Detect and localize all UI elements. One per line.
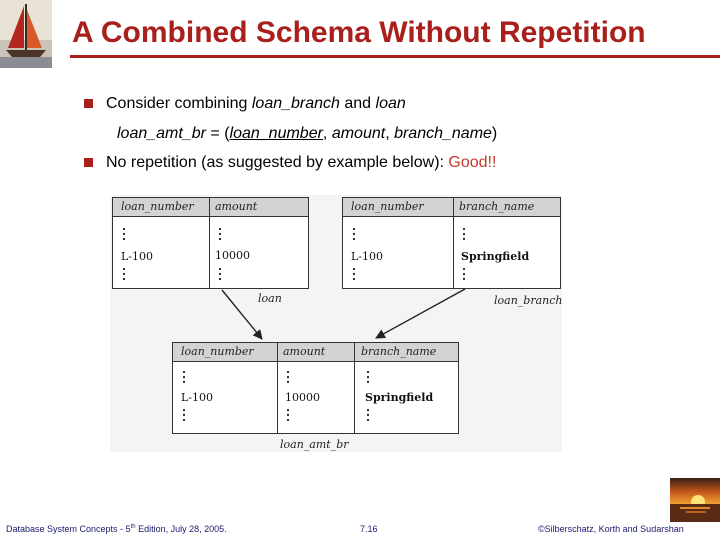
schema-definition: loan_amt_br = (loan_number, amount, bran… <box>117 125 497 143</box>
loan-amt-br-table: loan_number amount branch_name L-100 100… <box>172 342 459 434</box>
column-divider <box>354 343 355 361</box>
schema-equals: = ( <box>205 125 230 142</box>
column-header: amount <box>283 345 326 358</box>
ellipsis-dots <box>353 268 355 283</box>
loan-branch-caption: loan_branch <box>494 294 563 307</box>
column-header: branch_name <box>361 345 437 358</box>
sailboat-icon <box>0 0 52 68</box>
merge-arrows <box>221 288 466 340</box>
footer-book-title: Database System Concepts - 5th Edition, … <box>6 524 227 534</box>
footer-superscript: th <box>130 524 136 530</box>
schema-figure: loan_number amount L-100 10000 loan loan… <box>110 195 562 452</box>
ellipsis-dots <box>367 409 369 424</box>
title-divider <box>70 55 720 58</box>
table-cell: L-100 <box>121 250 154 263</box>
loan-amt-br-caption: loan_amt_br <box>280 438 349 451</box>
column-divider <box>209 198 210 216</box>
bullet-consider: Consider combining loan_branch and loan <box>106 95 406 113</box>
table-cell: 10000 <box>285 391 320 404</box>
footer-text: Database System Concepts - 5 <box>6 524 131 534</box>
schema-separator: , <box>322 125 332 142</box>
table-header: loan_number branch_name <box>343 198 560 217</box>
ellipsis-dots <box>123 268 125 283</box>
column-divider <box>453 217 454 288</box>
column-divider <box>277 343 278 361</box>
schema-name: loan_amt_br <box>117 125 206 142</box>
bullet-text: and <box>339 95 376 112</box>
page-number: 7.16 <box>360 524 378 534</box>
bullet-marker <box>84 158 93 167</box>
table-cell: Springfield <box>461 250 530 263</box>
good-emphasis: Good!! <box>448 154 497 171</box>
loan-branch-table: loan_number branch_name L-100 Springfiel… <box>342 197 561 289</box>
slide-title: A Combined Schema Without Repetition <box>72 16 646 49</box>
ellipsis-dots <box>183 409 185 424</box>
ellipsis-dots <box>367 371 369 386</box>
table-cell: Springfield <box>365 391 434 404</box>
ellipsis-dots <box>463 228 465 243</box>
arrow-from-loan-branch <box>375 288 466 339</box>
schema-attribute: amount <box>331 125 386 142</box>
ellipsis-dots <box>219 268 221 283</box>
footer-copyright: ©Silberschatz, Korth and Sudarshan <box>538 524 684 534</box>
table-cell: 10000 <box>215 249 250 262</box>
table-header: loan_number amount <box>113 198 308 217</box>
table-cell: L-100 <box>181 391 214 404</box>
bullet-text: No repetition (as suggested by example b… <box>106 154 449 171</box>
schema-attribute: branch_name <box>394 125 492 142</box>
schema-key-attribute: loan_number <box>229 125 323 142</box>
table-header: loan_number amount branch_name <box>173 343 458 362</box>
column-divider <box>209 217 210 288</box>
table-cell: L-100 <box>351 250 384 263</box>
ellipsis-dots <box>123 228 125 243</box>
loan-caption: loan <box>258 292 282 305</box>
relation-loan-branch: loan_branch <box>251 95 340 112</box>
column-header: loan_number <box>121 200 194 213</box>
column-header: loan_number <box>181 345 254 358</box>
schema-close: ) <box>491 125 498 142</box>
column-divider <box>277 362 278 433</box>
bullet-marker <box>84 99 93 108</box>
ellipsis-dots <box>183 371 185 386</box>
relation-loan: loan <box>375 95 406 112</box>
bullet-no-repetition: No repetition (as suggested by example b… <box>106 154 496 172</box>
loan-table: loan_number amount L-100 10000 <box>112 197 309 289</box>
column-header: branch_name <box>459 200 535 213</box>
column-header: loan_number <box>351 200 424 213</box>
schema-separator: , <box>385 125 395 142</box>
ellipsis-dots <box>353 228 355 243</box>
sunset-icon <box>670 478 720 522</box>
column-divider <box>453 198 454 216</box>
ellipsis-dots <box>463 268 465 283</box>
ellipsis-dots <box>219 228 221 243</box>
column-header: amount <box>215 200 258 213</box>
footer-text: Edition, July 28, 2005. <box>135 524 227 534</box>
ellipsis-dots <box>287 409 289 424</box>
arrow-from-loan <box>221 289 263 340</box>
ellipsis-dots <box>287 371 289 386</box>
column-divider <box>354 362 355 433</box>
bullet-text: Consider combining <box>106 95 252 112</box>
